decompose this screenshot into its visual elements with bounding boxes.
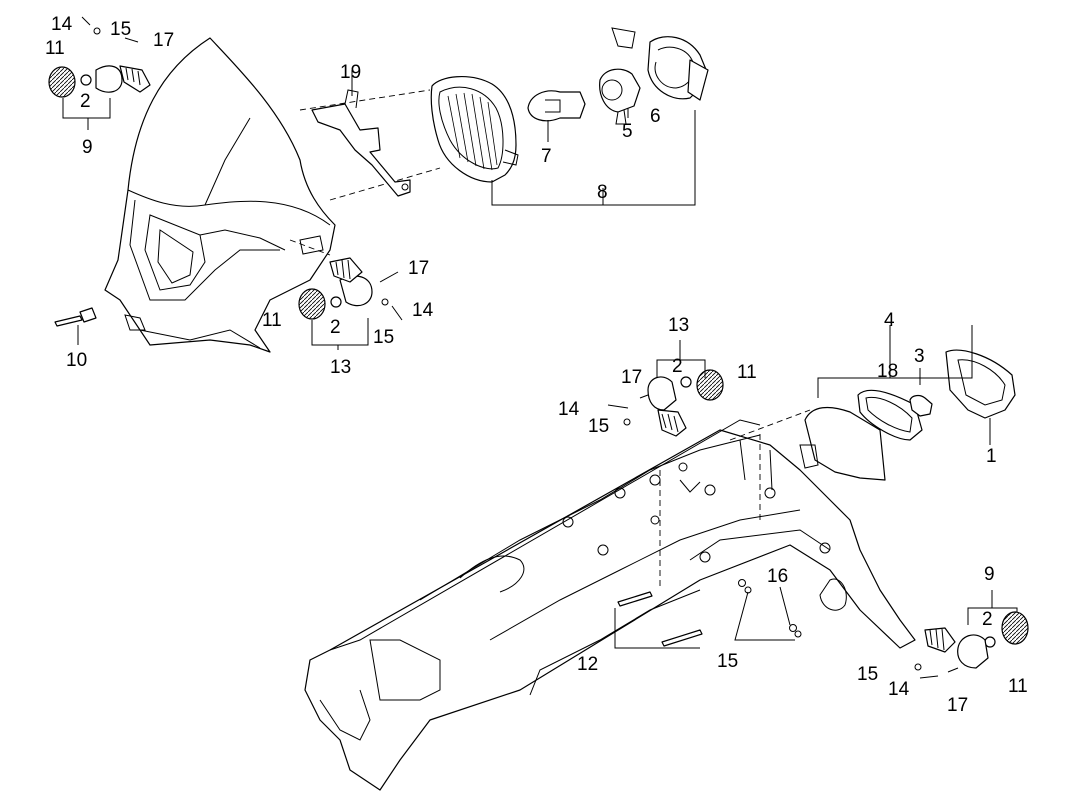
- callout-2-front-left: 2: [80, 91, 91, 112]
- callout-14-front-right: 14: [412, 300, 434, 321]
- bolt-10: [54, 307, 97, 327]
- leader-lines: [62, 70, 1018, 649]
- callout-6: 6: [650, 106, 661, 127]
- headlight-assembly-8: [430, 76, 519, 183]
- front-fairing: [104, 37, 336, 353]
- callout-8: 8: [597, 182, 608, 203]
- callout-11-front-left: 11: [45, 38, 65, 59]
- callout-13-front: 13: [330, 357, 351, 378]
- callout-7: 7: [541, 146, 552, 167]
- callout-17-rear-right: 17: [947, 695, 968, 716]
- callout-11-rear-left: 11: [737, 362, 757, 383]
- rear-fender: [304, 419, 916, 791]
- callout-10: 10: [66, 350, 87, 371]
- callout-14-rear-left: 14: [558, 399, 580, 420]
- callout-5: 5: [622, 121, 633, 142]
- callout-14-rear-right: 14: [888, 679, 910, 700]
- bulb-holder-5: [599, 27, 641, 125]
- rubber-boot-6: [647, 36, 709, 101]
- callout-9-front: 9: [82, 137, 93, 158]
- callout-14-front-left: 14: [51, 14, 73, 35]
- front-left-indicator-9: [48, 16, 151, 98]
- callout-17-rear-left: 17: [621, 367, 642, 388]
- callout-11-rear-right: 11: [1008, 676, 1028, 697]
- callout-15-rear-left: 15: [588, 416, 609, 437]
- rear-right-indicator-9: [914, 611, 1029, 679]
- callout-2-front-right: 2: [330, 317, 341, 338]
- callout-12: 12: [577, 654, 598, 675]
- callout-13-rear: 13: [668, 315, 689, 336]
- callout-15-rear-bottom: 15: [717, 651, 738, 672]
- callout-15-rear-right: 15: [857, 664, 878, 685]
- callout-3: 3: [914, 346, 925, 367]
- callout-4: 4: [884, 310, 895, 331]
- callout-17-front-left: 17: [153, 30, 174, 51]
- nuts-16: [738, 579, 802, 638]
- callout-15-front-left: 15: [110, 19, 131, 40]
- callout-15-front-right: 15: [373, 327, 394, 348]
- callout-9-rear: 9: [984, 564, 995, 585]
- callout-2-rear-right: 2: [982, 609, 993, 630]
- bulb-7: [527, 90, 586, 122]
- callout-16: 16: [767, 566, 788, 587]
- tail-light-assembly-4: [799, 349, 1016, 481]
- callout-19: 19: [340, 62, 361, 83]
- rear-left-indicator-13: [607, 369, 724, 437]
- callout-2-rear-left: 2: [672, 356, 683, 377]
- callout-17-front-right: 17: [408, 258, 429, 279]
- callout-18: 18: [877, 361, 898, 382]
- callout-1: 1: [986, 446, 997, 467]
- callout-11-front-right: 11: [262, 310, 282, 331]
- mounting-bracket-19: [311, 89, 411, 197]
- screws-12: [617, 591, 703, 647]
- callout-numbers: 1 2 2 2 2 3 4 5 6 7 8 9 9 10 11 11 11 11…: [45, 14, 1028, 716]
- front-right-indicator-13: [298, 257, 403, 321]
